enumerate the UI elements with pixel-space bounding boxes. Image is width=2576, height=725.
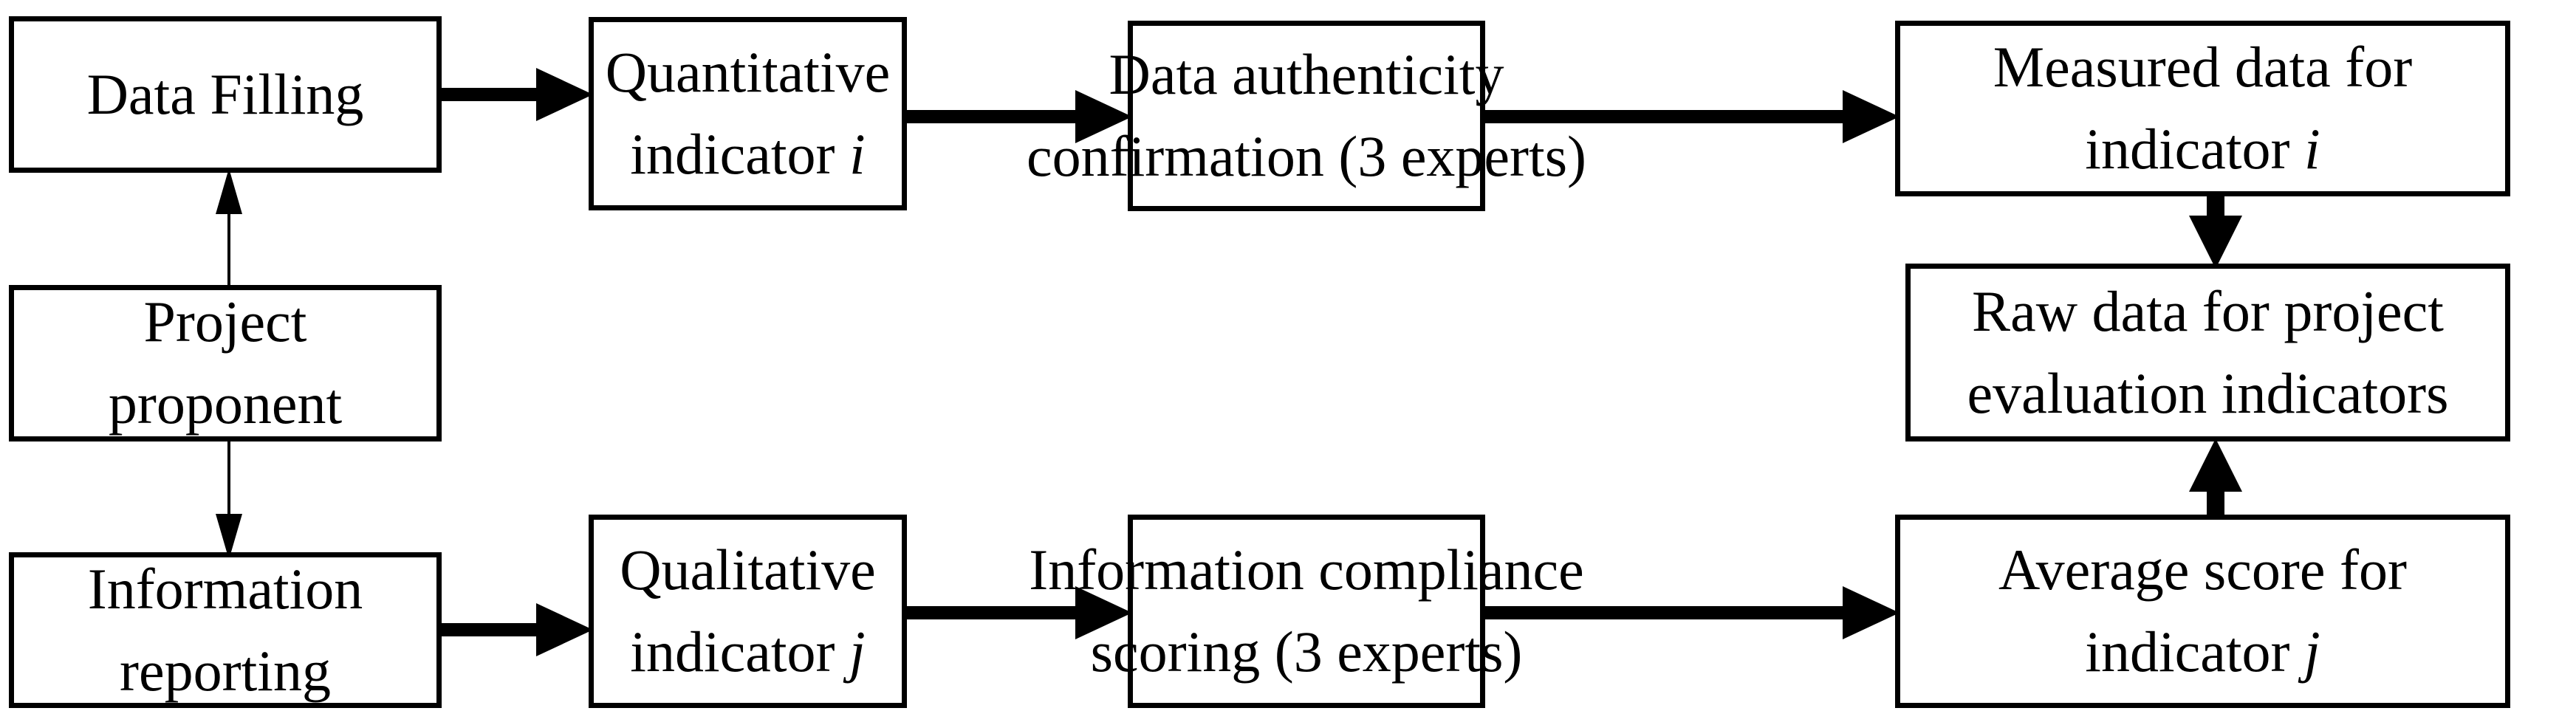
- edge-average-to-raw: [2179, 437, 2253, 520]
- node-average-score[interactable]: Average score for indicator j: [1895, 515, 2510, 708]
- node-project-proponent-line-1: Project: [143, 289, 307, 354]
- node-information-compliance-line-1: Information compliance: [1029, 537, 1584, 602]
- node-qualitative-indicator[interactable]: Qualitative indicator j: [589, 515, 907, 708]
- node-raw-data-line-2: evaluation indicators: [1967, 360, 2449, 425]
- edge-quantitative-to-authenticity: [901, 87, 1134, 146]
- node-measured-data[interactable]: Measured data for indicator i: [1895, 21, 2510, 196]
- node-raw-data[interactable]: Raw data for project evaluation indicato…: [1905, 264, 2510, 441]
- node-measured-data-line-1: Measured data for: [1993, 35, 2413, 100]
- node-quantitative-indicator[interactable]: Quantitative indicator i: [589, 17, 907, 210]
- node-information-reporting[interactable]: Information reporting: [9, 552, 442, 708]
- node-project-proponent-line-2: proponent: [108, 371, 343, 436]
- node-information-compliance-line-2: scoring (3 experts): [1090, 619, 1523, 684]
- node-measured-data-line-2: indicator i: [2085, 117, 2320, 181]
- node-data-authenticity-line-2: confirmation (3 experts): [1026, 124, 1587, 188]
- node-quantitative-indicator-line-2: indicator i: [630, 122, 866, 186]
- edge-qualitative-to-compliance: [901, 583, 1134, 642]
- italic-symbol-i: i: [2304, 117, 2320, 181]
- node-qualitative-indicator-line-2: indicator j: [630, 619, 866, 684]
- edge-reporting-to-qualitative: [436, 600, 595, 659]
- node-data-authenticity-confirmation[interactable]: Data authenticity confirmation (3 expert…: [1027, 21, 1586, 211]
- edge-authenticity-to-measured: [1480, 87, 1901, 146]
- node-qualitative-indicator-line-1: Qualitative: [620, 537, 876, 602]
- edge-filling-to-quantitative: [436, 65, 595, 124]
- node-data-filling[interactable]: Data Filling: [9, 16, 442, 173]
- italic-symbol-j: j: [2304, 619, 2320, 684]
- node-information-compliance-scoring[interactable]: Information compliance scoring (3 expert…: [1029, 515, 1584, 708]
- node-data-authenticity-line-1: Data authenticity: [1109, 42, 1504, 107]
- node-information-reporting-line-1: Information: [87, 556, 363, 621]
- node-raw-data-line-1: Raw data for project: [1972, 278, 2444, 343]
- node-information-reporting-line-2: reporting: [120, 638, 331, 703]
- edge-proponent-to-reporting: [199, 436, 258, 560]
- node-data-filling-line-1: Data Filling: [86, 61, 364, 126]
- node-quantitative-indicator-line-1: Quantitative: [605, 40, 891, 105]
- node-average-score-line-1: Average score for: [1998, 537, 2407, 602]
- node-average-score-line-2: indicator j: [2085, 619, 2320, 684]
- edge-proponent-to-filling: [199, 168, 258, 292]
- edge-compliance-to-average: [1480, 583, 1901, 642]
- node-project-proponent[interactable]: Project proponent: [9, 285, 442, 441]
- edge-measured-to-raw: [2179, 190, 2253, 270]
- italic-symbol-j: j: [849, 619, 866, 684]
- italic-symbol-i: i: [849, 122, 866, 186]
